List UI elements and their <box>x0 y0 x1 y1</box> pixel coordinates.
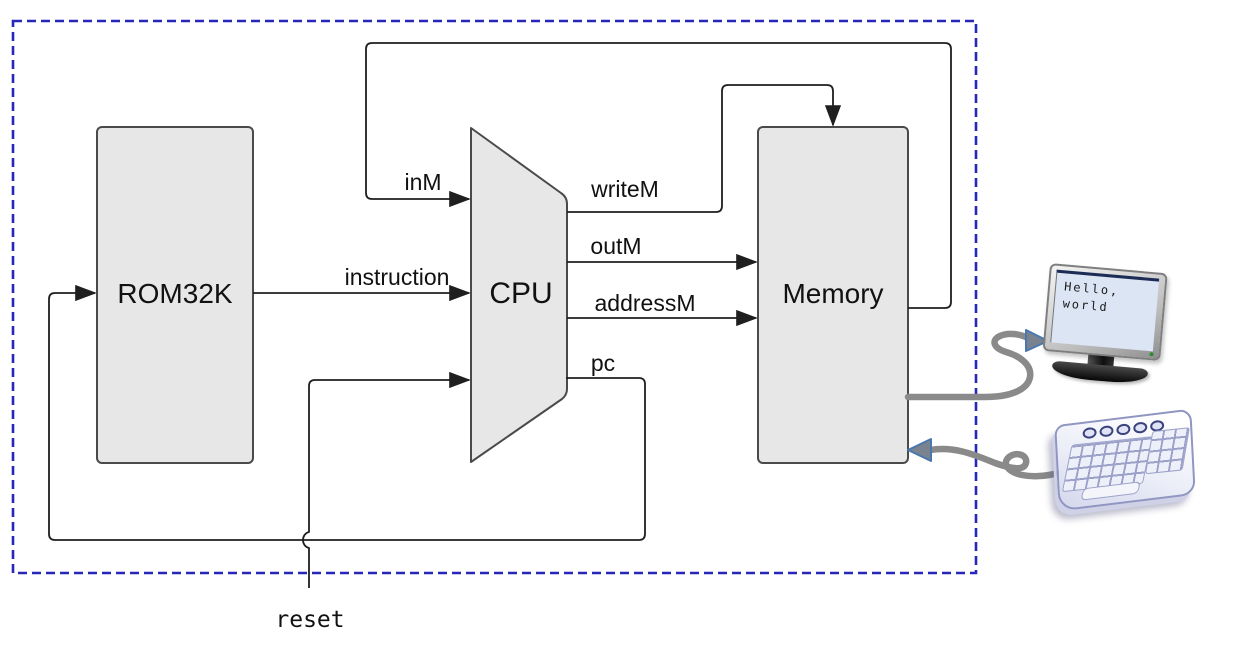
memory-block <box>757 126 909 464</box>
keyboard-cable-arrow-icon <box>907 438 932 462</box>
cpu-label: CPU <box>489 277 552 310</box>
reset-label: reset <box>275 607 344 633</box>
indicator-light-icon <box>1133 421 1148 434</box>
pc-label: pc <box>591 350 615 376</box>
monitor-bezel: Hello, world <box>1042 263 1168 362</box>
reset-wire <box>302 371 471 588</box>
monitor-illustration: Hello, world <box>1037 263 1170 386</box>
cpu-block <box>470 127 568 463</box>
keyboard-cable <box>926 445 1080 480</box>
indicator-light-icon <box>1082 426 1097 440</box>
writeM-label: writeM <box>590 176 659 202</box>
keyboard-illustration <box>1054 408 1196 512</box>
inM-wire <box>365 42 952 309</box>
indicator-light-icon <box>1099 424 1114 438</box>
rom32k-block <box>96 126 254 464</box>
addressM-label: addressM <box>595 290 696 316</box>
rom32k-label: ROM32K <box>117 278 232 309</box>
indicator-light-icon <box>1116 423 1131 436</box>
monitor-screen: Hello, world <box>1050 269 1160 352</box>
memory-label: Memory <box>782 278 883 309</box>
instruction-label: instruction <box>345 264 450 290</box>
writeM-wire <box>567 84 842 213</box>
keyboard-side-keys <box>1144 427 1190 475</box>
monitor-cable <box>904 330 1034 401</box>
monitor-cable-arrow-icon <box>1025 329 1049 352</box>
computer-boundary-dashed-border <box>11 19 978 575</box>
monitor-power-led-icon <box>1149 352 1154 357</box>
outM-label: outM <box>590 233 641 259</box>
inM-label: inM <box>404 169 441 195</box>
pc-wire <box>48 284 646 541</box>
